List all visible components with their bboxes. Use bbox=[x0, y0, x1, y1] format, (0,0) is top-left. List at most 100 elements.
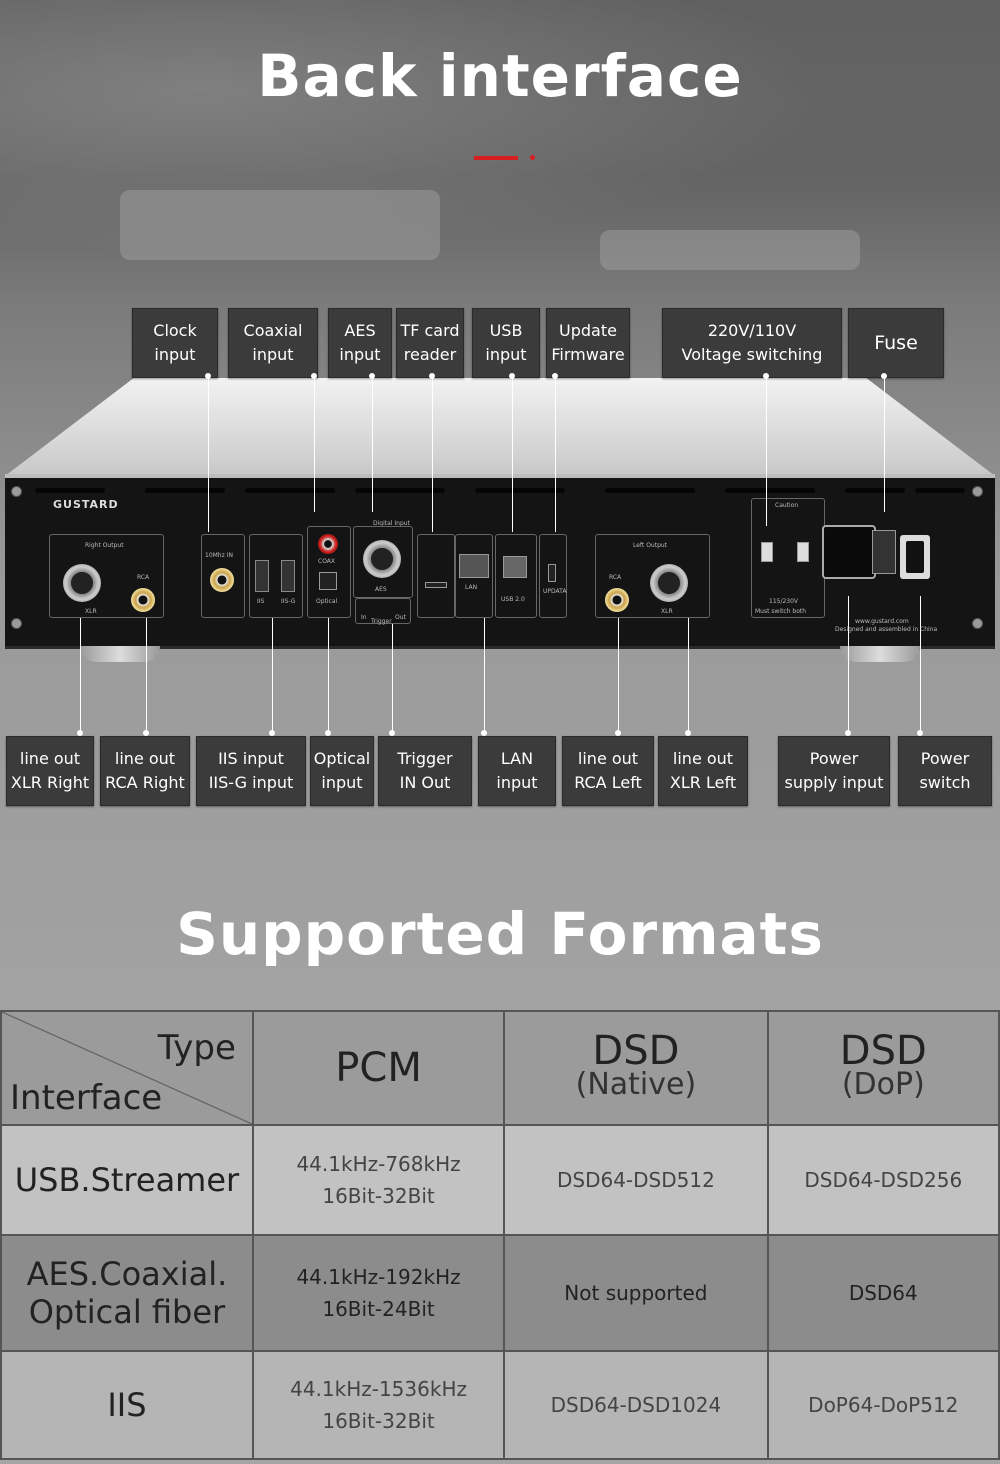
label-trigger: Trigger IN Out bbox=[378, 736, 472, 806]
rca-left-text: RCA bbox=[609, 574, 622, 581]
iis-section bbox=[249, 534, 303, 618]
cell-dsd-dop: DoP64-DoP512 bbox=[766, 1350, 1000, 1460]
label-iis-input: IIS input IIS-G input bbox=[196, 736, 306, 806]
leader-dot bbox=[881, 373, 887, 379]
leader-line-power-switch bbox=[920, 596, 921, 732]
leader-line-tf bbox=[432, 376, 433, 532]
leader-dot bbox=[389, 730, 395, 736]
leader-line-update bbox=[555, 376, 556, 532]
power-switch[interactable] bbox=[900, 535, 930, 579]
label-lan-input: LAN input bbox=[478, 736, 556, 806]
leader-line-xlr-left bbox=[688, 618, 689, 734]
leader-line-optical bbox=[328, 618, 329, 734]
trigger-text: Trigger bbox=[371, 618, 392, 625]
lan-section bbox=[455, 534, 493, 618]
screw bbox=[11, 486, 22, 497]
leader-line-aes bbox=[372, 376, 373, 512]
device-foot bbox=[840, 646, 920, 662]
leader-dot bbox=[369, 373, 375, 379]
clock-label: 10Mhz IN bbox=[205, 552, 233, 559]
leader-dot bbox=[763, 373, 769, 379]
update-section bbox=[539, 534, 567, 618]
usb-section bbox=[495, 534, 537, 618]
designed-text: Designed and assembled in China bbox=[835, 626, 938, 633]
leader-line-fuse bbox=[884, 376, 885, 512]
rca-right-connector[interactable] bbox=[131, 588, 155, 612]
label-coaxial-input: Coaxial input bbox=[228, 308, 318, 378]
coaxial-input-connector[interactable] bbox=[318, 534, 338, 554]
brand-logo: GUSTARD bbox=[53, 498, 119, 511]
voltage-switch-2[interactable] bbox=[797, 542, 809, 562]
iis-g-port[interactable] bbox=[281, 560, 295, 592]
coax-text: COAX bbox=[318, 558, 336, 565]
trigger-section bbox=[355, 598, 411, 624]
table-row: USB.Streamer 44.1kHz-768kHz 16Bit-32Bit … bbox=[0, 1124, 1000, 1236]
tf-card-section bbox=[417, 534, 455, 618]
leader-line-coaxial bbox=[314, 376, 315, 512]
header-dsd-native: DSD (Native) bbox=[503, 1010, 769, 1126]
xlr-right-connector[interactable] bbox=[63, 564, 101, 602]
label-optical-input: Optical input bbox=[310, 736, 374, 806]
left-output-label: Left Output bbox=[633, 542, 668, 549]
aes-section bbox=[353, 526, 413, 598]
row-name-usb-streamer: USB.Streamer bbox=[0, 1124, 254, 1236]
fuse-holder[interactable] bbox=[872, 530, 896, 574]
iis-text: IIS bbox=[257, 598, 265, 605]
row-name-aes-coaxial-optical: AES.Coaxial. Optical fiber bbox=[0, 1234, 254, 1352]
device-foot bbox=[80, 646, 160, 662]
title-accent-bar bbox=[474, 156, 518, 160]
background-table bbox=[600, 230, 860, 270]
label-usb-input: USB input bbox=[472, 308, 540, 378]
label-power-supply-input: Power supply input bbox=[778, 736, 890, 806]
leader-line-rca-left bbox=[618, 618, 619, 734]
clock-input-connector[interactable] bbox=[210, 568, 234, 592]
leader-line-iis bbox=[272, 618, 273, 734]
iis-g-text: IIS-G bbox=[281, 598, 296, 605]
leader-line-rca-right bbox=[146, 618, 147, 734]
leader-line-voltage bbox=[766, 376, 767, 526]
label-voltage-switching: 220V/110V Voltage switching bbox=[662, 308, 842, 378]
label-line-out-rca-right: line out RCA Right bbox=[100, 736, 190, 806]
leader-dot bbox=[552, 373, 558, 379]
optical-input-port[interactable] bbox=[319, 572, 337, 590]
right-output-label: Right Output bbox=[85, 542, 124, 549]
lan-port[interactable] bbox=[459, 554, 489, 578]
device-lid-edge bbox=[5, 474, 995, 478]
background-photo bbox=[0, 0, 1000, 300]
rca-left-connector[interactable] bbox=[605, 588, 629, 612]
table-header-row: Type Interface PCM DSD (Native) DSD (DoP… bbox=[0, 1010, 1000, 1126]
vent-slot bbox=[35, 488, 105, 493]
vent-slot bbox=[605, 488, 695, 493]
iis-port[interactable] bbox=[255, 560, 269, 592]
title-accent-dot bbox=[530, 155, 535, 160]
screw bbox=[972, 618, 983, 629]
table-row: IIS 44.1kHz-1536kHz 16Bit-32Bit DSD64-DS… bbox=[0, 1350, 1000, 1460]
vent-slot bbox=[355, 488, 445, 493]
table-corner-cell: Type Interface bbox=[0, 1010, 254, 1126]
vent-slot bbox=[245, 488, 335, 493]
aes-input-connector[interactable] bbox=[363, 540, 401, 578]
cell-pcm: 44.1kHz-192kHz 16Bit-24Bit bbox=[251, 1234, 506, 1352]
power-supply-inlet[interactable] bbox=[822, 525, 876, 579]
caution-text: Caution bbox=[775, 502, 799, 509]
cell-dsd-native: Not supported bbox=[503, 1234, 769, 1352]
aes-text: AES bbox=[375, 586, 387, 593]
corner-type-label: Type bbox=[157, 1028, 236, 1068]
label-fuse: Fuse bbox=[848, 308, 944, 378]
leader-line-xlr-right bbox=[80, 618, 81, 734]
lan-text: LAN bbox=[465, 584, 478, 591]
xlr-left-connector[interactable] bbox=[650, 564, 688, 602]
cell-dsd-native: DSD64-DSD512 bbox=[503, 1124, 769, 1236]
leader-dot bbox=[481, 730, 487, 736]
voltage-text: 115/230V bbox=[769, 598, 799, 605]
update-port[interactable] bbox=[548, 564, 556, 582]
row-name-iis: IIS bbox=[0, 1350, 254, 1460]
leader-dot bbox=[429, 373, 435, 379]
leader-dot bbox=[325, 730, 331, 736]
voltage-switch-1[interactable] bbox=[761, 542, 773, 562]
vent-slot bbox=[475, 488, 565, 493]
usb-port[interactable] bbox=[503, 556, 527, 578]
vent-slot bbox=[915, 488, 965, 493]
tf-card-slot[interactable] bbox=[425, 582, 447, 588]
trigger-out-text: Out bbox=[395, 614, 406, 621]
